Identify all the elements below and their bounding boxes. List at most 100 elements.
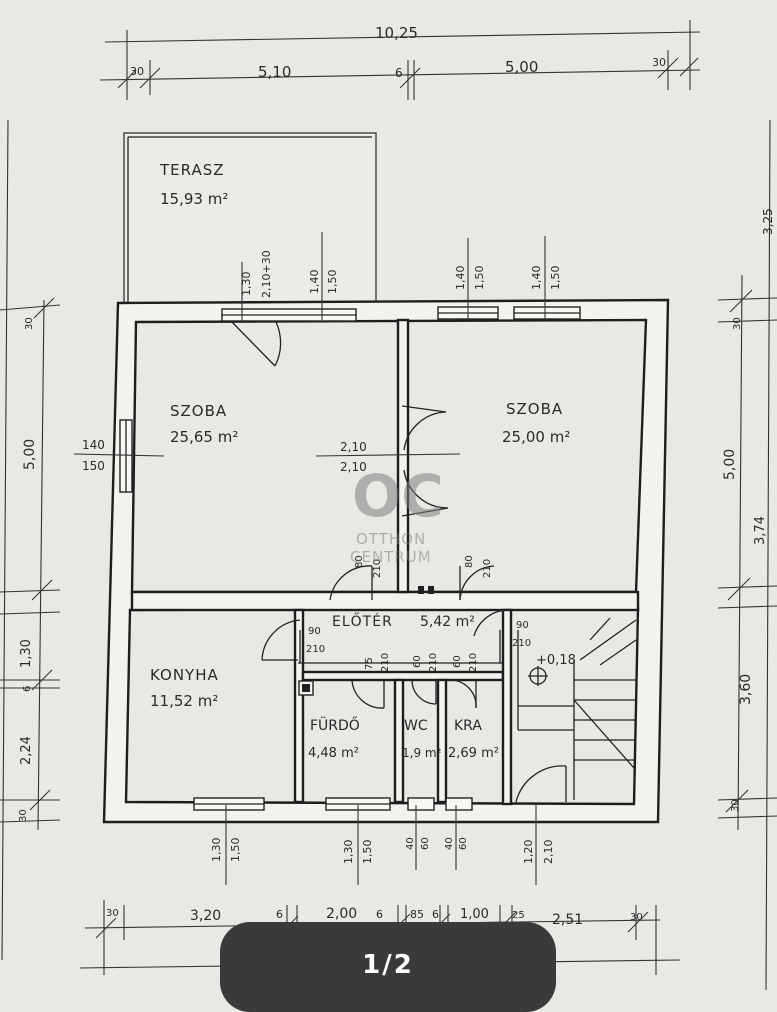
- dim-top-part: 5,00: [505, 58, 538, 76]
- dim-bottom: 6: [276, 908, 283, 921]
- dim-bottom: 6: [376, 908, 383, 921]
- opening-label: 60: [458, 837, 469, 850]
- room-area-konyha: 11,52 m²: [150, 692, 218, 710]
- room-name-eloter: ELŐTÉR: [332, 612, 393, 630]
- door-label: 60: [412, 655, 423, 668]
- windows-bottom: [193, 797, 473, 811]
- opening-label: 1,30: [210, 838, 223, 863]
- room-area-szoba-left: 25,65 m²: [170, 428, 238, 446]
- dim-left: 6: [22, 686, 33, 692]
- opening-label: 2,10+30: [260, 250, 273, 298]
- dim-bottom: 2,00: [326, 906, 357, 922]
- door-label: 80: [354, 555, 365, 568]
- top-dimension-lines: [99, 20, 701, 100]
- left-window-label: 150: [82, 459, 105, 473]
- watermark: OC OTTHON CENTRUM: [350, 462, 444, 566]
- page-indicator-label: 1/2: [362, 950, 414, 980]
- opening-label: 1,20: [522, 840, 535, 865]
- door-label: 60: [452, 655, 463, 668]
- watermark-line1: OTTHON: [356, 530, 426, 548]
- door-label: 90: [308, 626, 321, 637]
- dim-bottom: 3,20: [190, 908, 221, 924]
- dim-top-part: 6: [395, 66, 403, 80]
- window-left: [119, 419, 133, 493]
- dim-bottom: 1,00: [460, 907, 489, 922]
- dim-left: 5,00: [22, 439, 38, 470]
- room-name-szoba-left: SZOBA: [170, 402, 227, 420]
- doors: [231, 321, 567, 803]
- room-divider-wall: [396, 318, 410, 594]
- opening-label: 1,50: [473, 266, 486, 291]
- door-label: 210: [380, 653, 391, 672]
- dim-left: 30: [18, 809, 29, 822]
- room-area-furdo: 4,48 m²: [308, 746, 359, 761]
- room-name-kra: KRA: [454, 718, 482, 734]
- room-area-eloter: 5,42 m²: [420, 614, 475, 630]
- door-label: 2,10: [340, 460, 367, 474]
- dim-bottom: 2,51: [552, 912, 583, 928]
- opening-labels-bottom: [225, 805, 537, 885]
- door-label: 210: [372, 559, 383, 578]
- dim-right: 3,74: [753, 516, 768, 545]
- dim-right: 30: [732, 317, 743, 330]
- dim-bottom: 25: [512, 910, 525, 921]
- room-name-konyha: KONYHA: [150, 666, 219, 684]
- level-marker: +0,18: [536, 653, 576, 668]
- opening-label: 1,50: [361, 840, 374, 865]
- room-area-kra: 2,69 m²: [448, 746, 499, 761]
- opening-label: 40: [405, 837, 416, 850]
- opening-label: 1,50: [229, 838, 242, 863]
- opening-label: 1,50: [549, 266, 562, 291]
- opening-label: 1,40: [530, 266, 543, 291]
- room-name-furdo: FÜRDŐ: [310, 716, 360, 734]
- room-name-terasz: TERASZ: [159, 161, 225, 179]
- room-area-wc: 1,9 m²: [402, 746, 442, 760]
- door-label: 90: [516, 620, 529, 631]
- dim-right: 30: [730, 799, 741, 812]
- dim-left: 1,30: [19, 639, 34, 668]
- staircase: [517, 617, 637, 800]
- dim-bottom: 30: [630, 912, 643, 923]
- room-name-wc: WC: [404, 718, 428, 734]
- dim-top-total: 10,25: [375, 24, 418, 42]
- watermark-logo-icon: OC: [352, 462, 444, 530]
- room-name-szoba-right: SZOBA: [506, 400, 563, 418]
- opening-label: 1,30: [240, 272, 253, 297]
- opening-label: 60: [420, 837, 431, 850]
- opening-label: 40: [444, 837, 455, 850]
- opening-label: 1,30: [342, 840, 355, 865]
- opening-label: 1,40: [454, 266, 467, 291]
- door-label: 210: [306, 644, 325, 655]
- dim-top-part: 30: [652, 56, 666, 69]
- dim-top-part: 30: [130, 65, 144, 78]
- door-label: 210: [482, 559, 493, 578]
- dim-right: 3,60: [738, 674, 754, 705]
- watermark-line2: CENTRUM: [350, 548, 432, 566]
- door-label: 80: [464, 555, 475, 568]
- door-label: 75: [364, 657, 375, 670]
- dim-bottom: 85: [410, 908, 424, 921]
- dim-bottom: 30: [106, 908, 119, 919]
- right-dimension-lines: [717, 119, 777, 991]
- dim-left: 30: [24, 317, 35, 330]
- opening-label: 1,40: [308, 270, 321, 295]
- dim-bottom: 6: [432, 908, 439, 921]
- middle-wall: [130, 590, 640, 612]
- left-dimension-lines: [0, 119, 61, 961]
- door-label: 210: [468, 653, 479, 672]
- lower-partitions: [293, 608, 513, 806]
- dim-top-part: 5,10: [258, 63, 291, 81]
- opening-label: 2,10: [542, 840, 555, 865]
- room-area-szoba-right: 25,00 m²: [502, 428, 570, 446]
- terasz-outline: [123, 132, 377, 306]
- dim-right: 5,00: [722, 449, 738, 480]
- door-label: 2,10: [340, 440, 367, 454]
- dim-left: 2,24: [19, 736, 34, 765]
- page-indicator[interactable]: 1/2: [220, 922, 556, 1012]
- opening-label: 1,50: [326, 270, 339, 295]
- door-label: 210: [428, 653, 439, 672]
- opening-labels-top: [241, 232, 546, 322]
- room-area-terasz: 15,93 m²: [160, 190, 228, 208]
- dim-right: 3,25: [761, 208, 775, 235]
